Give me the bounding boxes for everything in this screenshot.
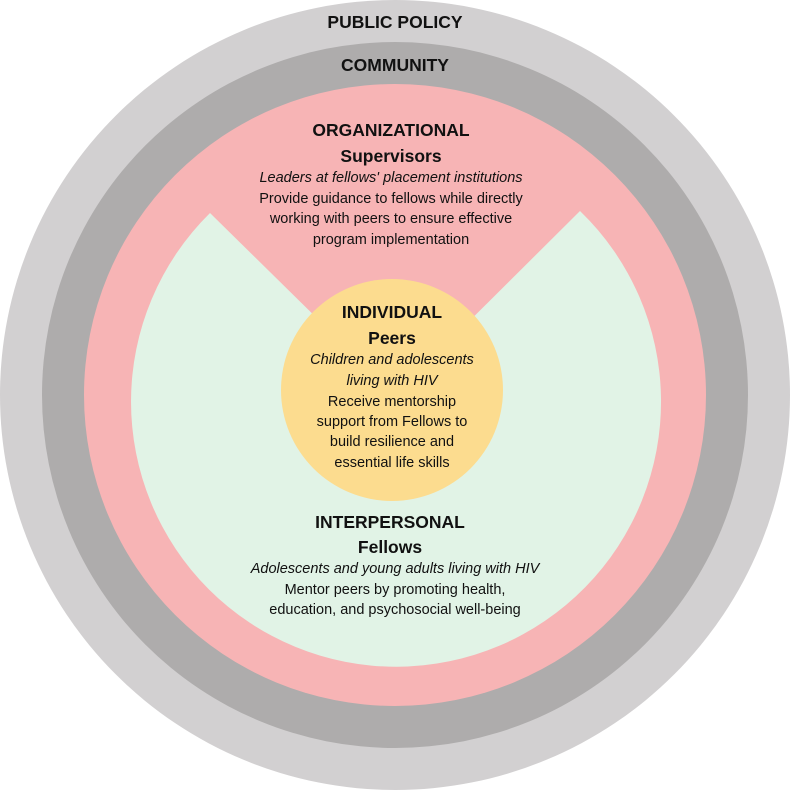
- organizational-description-line-2: working with peers to ensure effective: [269, 211, 513, 227]
- interpersonal-description-line-1: Mentor peers by promoting health,: [284, 582, 506, 598]
- individual-description-line-3: build resilience and: [329, 434, 455, 450]
- organizational-description-line-3: program implementation: [312, 232, 470, 248]
- organizational-who: Leaders at fellows' placement institutio…: [259, 170, 523, 186]
- organizational-role: Supervisors: [340, 146, 442, 166]
- individual-who-line-1: Children and adolescents: [310, 352, 474, 368]
- individual-title: INDIVIDUAL: [341, 302, 443, 322]
- interpersonal-who: Adolescents and young adults living with…: [250, 561, 540, 577]
- individual-circle: [281, 279, 503, 501]
- interpersonal-title: INTERPERSONAL: [315, 512, 465, 532]
- individual-who-line-2: living with HIV: [346, 373, 438, 389]
- individual-description-line-1: Receive mentorship: [327, 394, 457, 410]
- interpersonal-description-line-2: education, and psychosocial well-being: [269, 602, 521, 618]
- organizational-description-line-1: Provide guidance to fellows while direct…: [259, 191, 523, 207]
- individual-role: Peers: [368, 328, 416, 348]
- interpersonal-role: Fellows: [357, 537, 423, 557]
- individual-description-line-4: essential life skills: [334, 455, 450, 471]
- organizational-title: ORGANIZATIONAL: [312, 120, 470, 140]
- community-title: COMMUNITY: [341, 55, 449, 75]
- public-policy-title: PUBLIC POLICY: [327, 12, 463, 32]
- individual-description-line-2: support from Fellows to: [316, 414, 468, 430]
